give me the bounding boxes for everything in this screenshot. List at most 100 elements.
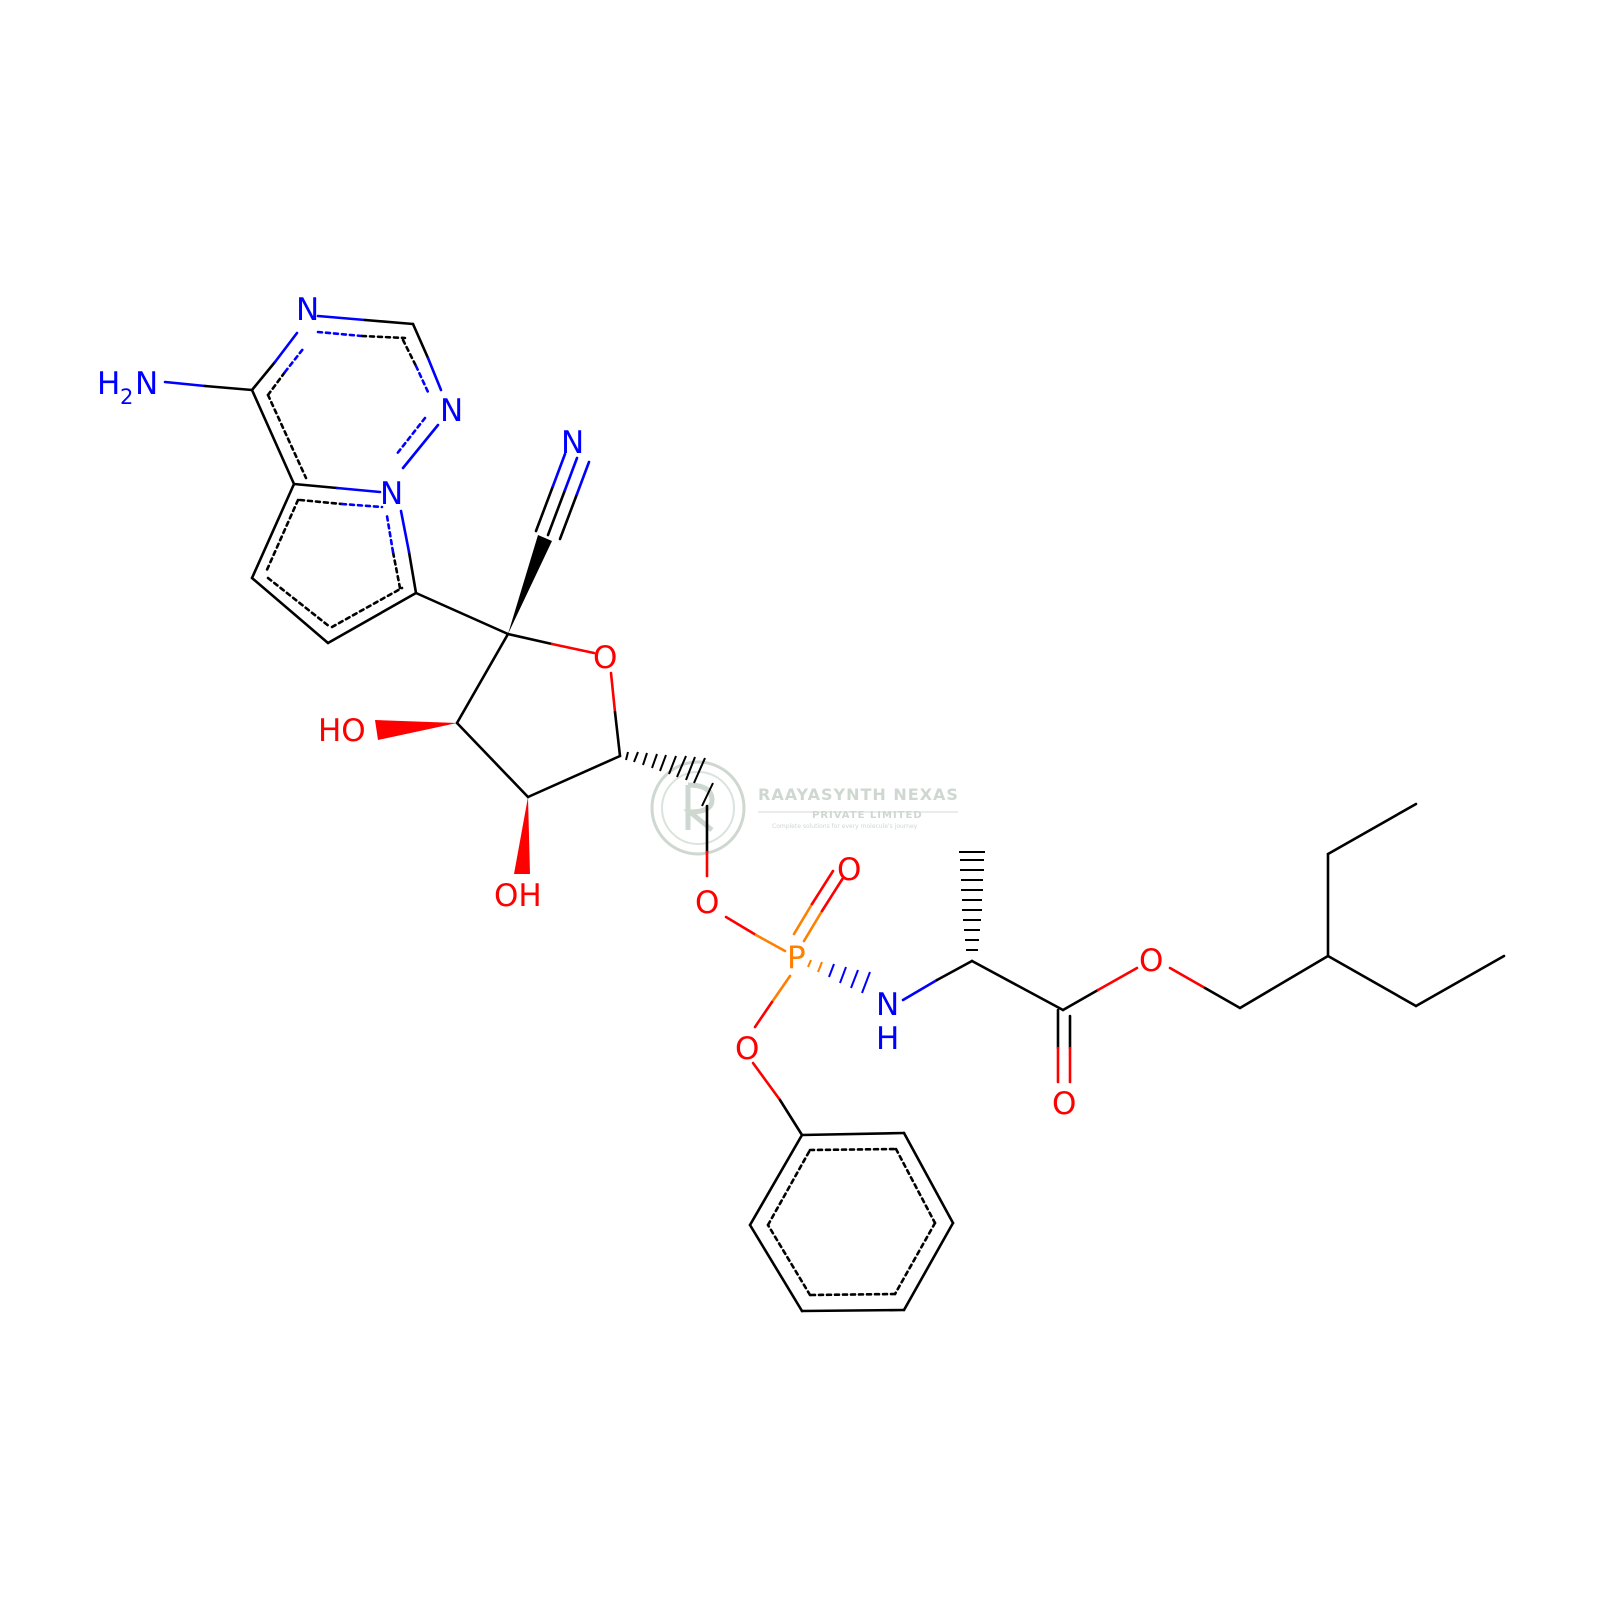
bond-nh-calpha (935, 959, 974, 982)
watermark-subtitle: PRIVATE LIMITED (812, 810, 923, 821)
bond-oester-ch2 (1168, 966, 1207, 990)
atom-ring-o: O (593, 640, 617, 676)
bond-benzene (800, 1308, 906, 1313)
bond-c5-c6-aromatic (266, 576, 332, 629)
bond-c4a-c5 (250, 482, 296, 580)
atom-amine-h: H (97, 366, 120, 402)
bond-c2-n1 (411, 322, 430, 360)
hash-p-nh (807, 959, 823, 973)
bond-p-ophenoxy (753, 1000, 774, 1029)
bond-p-ophenoxy (770, 974, 792, 1004)
bond-n1-nbridge (401, 423, 440, 470)
bond-benzene (748, 1223, 804, 1313)
watermark-title: RAAYASYNTH NEXAS (758, 785, 959, 804)
bond-c4-n3-aromatic (283, 347, 305, 374)
watermark-logo-letter (682, 782, 715, 832)
bond-benzene-aromatic (894, 1147, 937, 1225)
bond-ophenoxy-cipso (751, 1061, 782, 1102)
atom-nh-h: H (876, 1021, 899, 1057)
bond-c7-nbridge-aromatic (391, 550, 402, 590)
bond-nitrile (534, 484, 555, 533)
bond-oester-ch2 (1203, 986, 1242, 1010)
bond-nitrile (551, 452, 567, 488)
bond-benzene-aromatic (893, 1221, 937, 1296)
stereo-wedges (375, 535, 985, 994)
bond-c1-oring (550, 642, 596, 655)
atom-n3: N (296, 292, 319, 328)
bond-c6-c7 (326, 591, 418, 645)
bond-benzene-aromatic (766, 1148, 812, 1227)
bond-benzene-aromatic (808, 1147, 898, 1152)
bond-c5-c6 (250, 576, 330, 645)
bond-c7-nbridge (407, 550, 418, 595)
bond-c4-c4a (250, 388, 296, 486)
bond-nitrile (575, 460, 591, 496)
watermark-tagline: Complete solutions for every molecule's … (772, 823, 918, 830)
bond-c4-n3 (250, 360, 277, 392)
bond-c4-n3-aromatic (266, 370, 287, 397)
atom-nitrile-n: N (561, 425, 584, 461)
bond-ophenoxy-cipso (778, 1098, 804, 1137)
bond-ch2-ch (1238, 954, 1330, 1010)
bond-p-double-o (820, 876, 845, 913)
atom-nh-n: N (876, 987, 899, 1023)
bond-ethyl1-ch3 (1326, 802, 1418, 856)
bond-c2-n1 (426, 356, 443, 392)
bond-n3-c2-aromatic (316, 330, 364, 338)
atom-labels: H 2 N N N N N O HO OH O O P O N H O O (97, 292, 1163, 1122)
bond-ch-ethyl2 (1326, 954, 1418, 1008)
bond-c4-c3 (526, 754, 622, 799)
bond-benzene (902, 1221, 955, 1312)
bond-nh-calpha (901, 978, 939, 1002)
bond-c7-nbridge-aromatic (385, 514, 395, 554)
bond-base-sugar (414, 591, 510, 636)
hash-p-nh-blue (828, 963, 871, 994)
bond-benzene (800, 1131, 906, 1137)
bond-c4a-nbridge (335, 486, 382, 494)
bond-nitrile (558, 492, 579, 541)
bond-c1-oring (506, 632, 554, 646)
bond-carbonyl-oester (1061, 988, 1100, 1012)
bond-c4a-c5-aromatic (264, 498, 300, 574)
bond-c2-n1-aromatic (401, 338, 418, 368)
atom-phenoxy-o: O (735, 1031, 759, 1067)
hash-calpha-methyl (959, 851, 985, 951)
bond-c2-n1-aromatic (414, 364, 430, 394)
bond-c4a-nbridge (292, 482, 339, 490)
bond-p-double-o (792, 902, 814, 936)
bond-amine (163, 380, 207, 388)
bond-benzene-aromatic (766, 1223, 812, 1297)
bond-nitrile (546, 488, 567, 537)
atom-carbonyl-o: O (1052, 1086, 1076, 1122)
atom-n1: N (440, 393, 463, 429)
bond-c6-c7-aromatic (330, 586, 404, 629)
atom-oh-bottom: OH (494, 878, 542, 914)
bond-n3-c2 (363, 318, 415, 326)
bond-c2-c1 (455, 632, 510, 725)
atom-amine-subscript: 2 (120, 385, 133, 409)
wedge-oh-bottom (514, 797, 530, 874)
bond-p-double-o (810, 869, 835, 906)
company-watermark: RAAYASYNTH NEXAS PRIVATE LIMITED Complet… (650, 760, 959, 856)
watermark-logo-ring (650, 760, 746, 856)
bond-c7-nbridge (399, 509, 411, 554)
bond-n1-nbridge-aromatic (394, 416, 427, 457)
hash-c4-c5 (625, 751, 714, 807)
bond-n3-c2 (316, 314, 367, 322)
bond-c4a-nbridge-aromatic (340, 502, 384, 509)
bond-benzene-aromatic (808, 1292, 897, 1297)
atom-phosphorus: P (787, 940, 806, 976)
bond-o5-p (724, 915, 758, 937)
bond-benzene (902, 1131, 955, 1225)
atom-o5-link: O (695, 885, 719, 921)
atom-n-bridge: N (380, 476, 403, 512)
bond-n3-c2-aromatic (360, 334, 407, 340)
wedge-nitrile (508, 535, 552, 634)
bonds (163, 314, 1506, 1313)
atom-amine-n: N (135, 366, 158, 402)
atom-ester-o: O (1139, 943, 1163, 979)
atom-oh-left: HO (318, 713, 366, 749)
watermark-logo-inner-ring (661, 771, 735, 845)
